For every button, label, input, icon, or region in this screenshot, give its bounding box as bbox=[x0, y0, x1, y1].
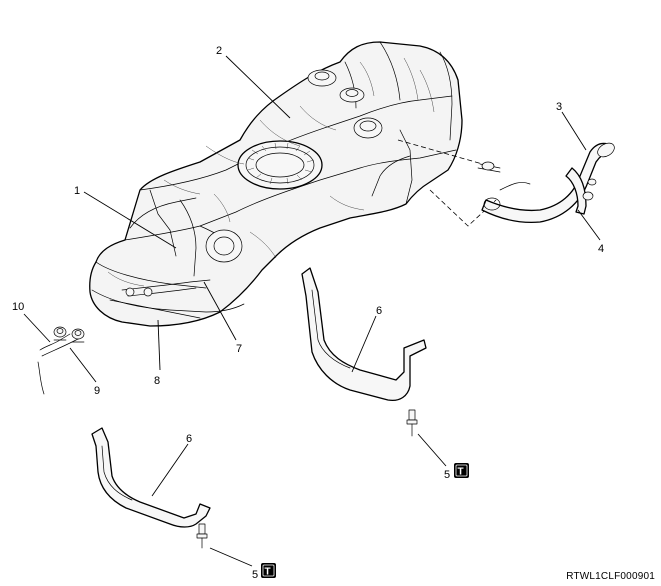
fuel-line-connectors bbox=[37, 326, 85, 395]
leader-lines bbox=[23, 55, 601, 567]
callout-3: 3 bbox=[556, 101, 562, 113]
fuel-tank-strap-lower bbox=[91, 427, 211, 528]
callout-5-lower: 5 bbox=[252, 569, 258, 581]
callout-8: 8 bbox=[154, 375, 160, 387]
callout-1: 1 bbox=[74, 185, 80, 197]
callout-2: 2 bbox=[216, 45, 222, 57]
callout-7: 7 bbox=[236, 343, 242, 355]
bolt-upper bbox=[406, 409, 418, 437]
callout-10: 10 bbox=[12, 301, 24, 313]
callout-5-upper: 5 bbox=[444, 469, 450, 481]
fuel-tank-strap-upper bbox=[301, 267, 427, 402]
callout-6-upper: 6 bbox=[376, 305, 382, 317]
callout-9: 9 bbox=[94, 385, 100, 397]
fuel-filler-pipe bbox=[477, 142, 615, 224]
torque-symbol-upper: T bbox=[458, 467, 464, 478]
torque-icon-upper: T bbox=[454, 463, 469, 478]
torque-symbol-lower: T bbox=[265, 567, 271, 578]
torque-icon-lower: T bbox=[261, 563, 276, 578]
bolt-lower bbox=[196, 523, 208, 549]
fuel-tank bbox=[89, 41, 497, 327]
reference-code: RTWL1CLF000901 bbox=[566, 571, 655, 582]
callout-6-lower: 6 bbox=[186, 433, 192, 445]
callout-4: 4 bbox=[598, 243, 604, 255]
